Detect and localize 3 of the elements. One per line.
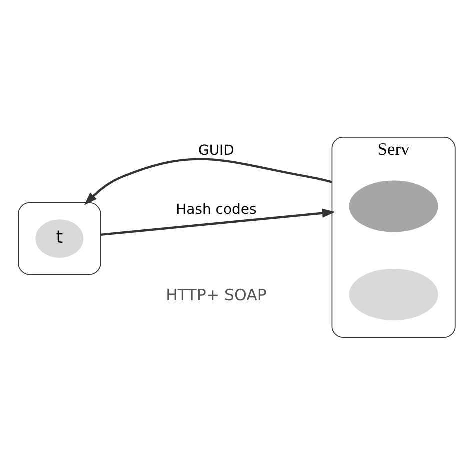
edge-label: Hash codes <box>176 202 257 218</box>
edge-label: GUID <box>198 142 234 158</box>
label: HTTP+ SOAP <box>166 284 267 304</box>
